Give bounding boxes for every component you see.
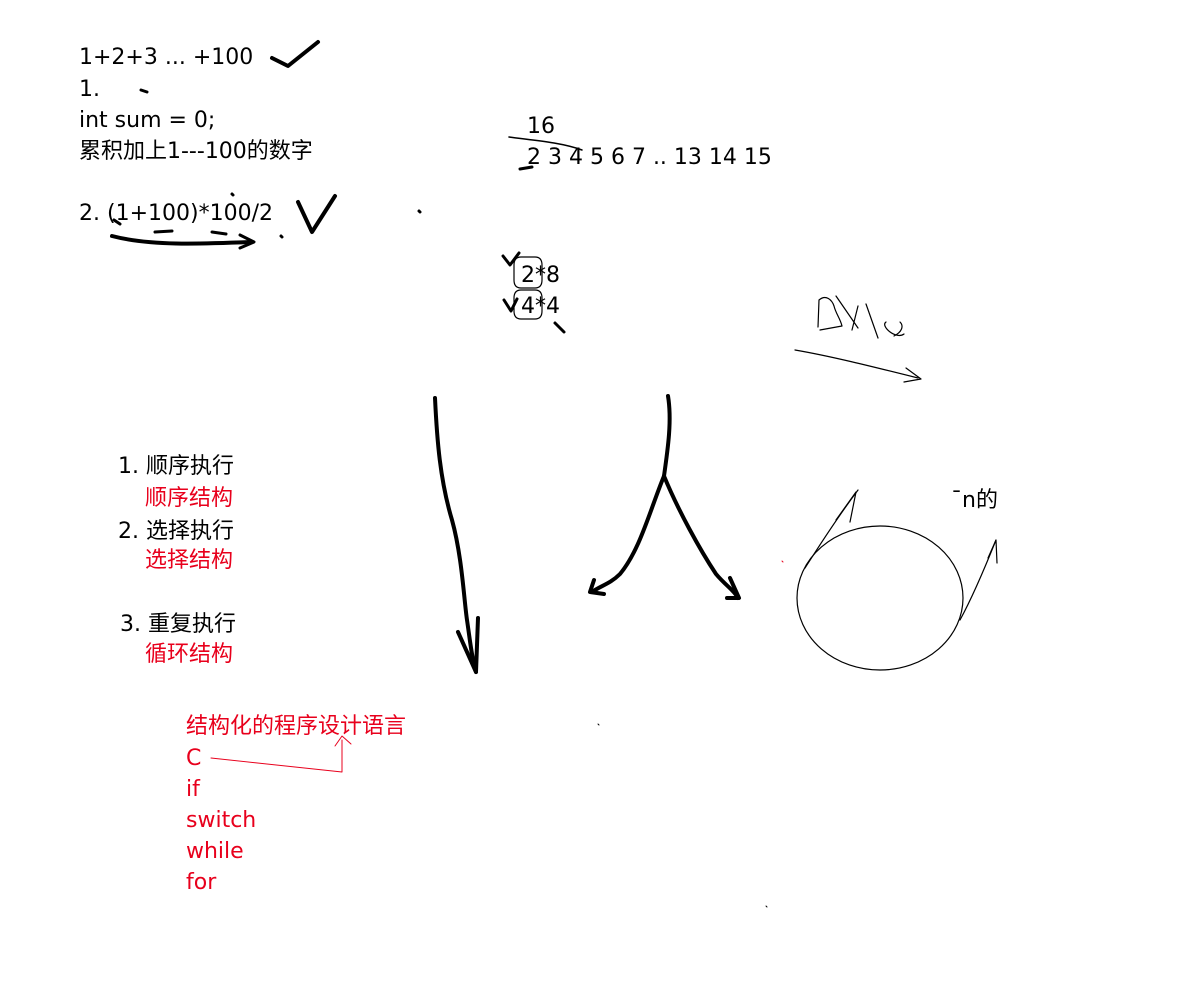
step1-text: 累积加上1---100的数字 [79, 139, 313, 164]
structure-item-3: 3. 重复执行 [120, 612, 236, 637]
ink-tick [153, 229, 174, 234]
step1-code: int sum = 0; [79, 108, 216, 133]
step1-label: 1. [79, 77, 100, 102]
ink-tick [553, 321, 566, 334]
structure-item-3-name: 循环结构 [145, 642, 234, 667]
arrow-head-icon [835, 491, 857, 523]
ink-dot [781, 560, 784, 563]
loop-circle [796, 525, 964, 671]
arrow-head-icon [903, 367, 922, 383]
language-line-for: for [186, 870, 217, 895]
scribble [835, 295, 905, 339]
problem-title: 1+2+3 ... +100 [79, 45, 254, 70]
arrow-head-icon [238, 233, 256, 250]
pairing-sequence: 2 3 4 5 6 7 .. 13 14 15 [527, 145, 772, 170]
ink-dot [230, 192, 235, 197]
ink-dot [139, 88, 149, 94]
sequence-arrow [433, 396, 478, 674]
language-line-c: C [186, 746, 202, 771]
checkmark-icon [296, 194, 337, 234]
arrow-head-icon [456, 616, 480, 674]
language-line-while: while [186, 839, 244, 864]
scribble-arrow [794, 349, 919, 379]
arrow-head-icon [987, 539, 998, 564]
pairing-factor-b: 4*4 [521, 294, 560, 319]
ink-dot [765, 905, 768, 908]
ink-dot [597, 723, 600, 726]
ink-dot [279, 234, 284, 239]
checkmark-icon [501, 251, 521, 267]
pairing-top-number: 16 [527, 114, 555, 139]
step2-formula: 2. (1+100)*100/2 [79, 201, 273, 226]
selection-arrow-right [662, 474, 740, 600]
checkmark-icon [502, 297, 519, 313]
loop-arrow-out [959, 539, 997, 621]
structure-item-2: 2. 选择执行 [118, 519, 234, 544]
red-connector-arrow [210, 739, 343, 773]
language-line-if: if [186, 777, 200, 802]
ink-tick [210, 230, 228, 236]
scribble [817, 296, 843, 331]
ink-dot [417, 209, 422, 214]
structure-item-2-name: 选择结构 [145, 548, 234, 573]
selection-arrow-left [590, 474, 666, 594]
loop-fragment-text: ̄n的 [962, 488, 998, 513]
structure-item-1-name: 顺序结构 [145, 486, 234, 511]
loop-arrow-in [804, 489, 859, 569]
selection-arrow-stem [662, 394, 672, 478]
arrow-head-icon [725, 576, 741, 600]
arrow-head-icon [588, 578, 606, 596]
structure-item-1: 1. 顺序执行 [118, 454, 234, 479]
underline-arrow [110, 234, 254, 246]
language-title: 结构化的程序设计语言 [186, 714, 407, 739]
checkmark-icon [270, 40, 320, 68]
pairing-factor-a: 2*8 [521, 263, 560, 288]
language-line-switch: switch [186, 808, 257, 833]
